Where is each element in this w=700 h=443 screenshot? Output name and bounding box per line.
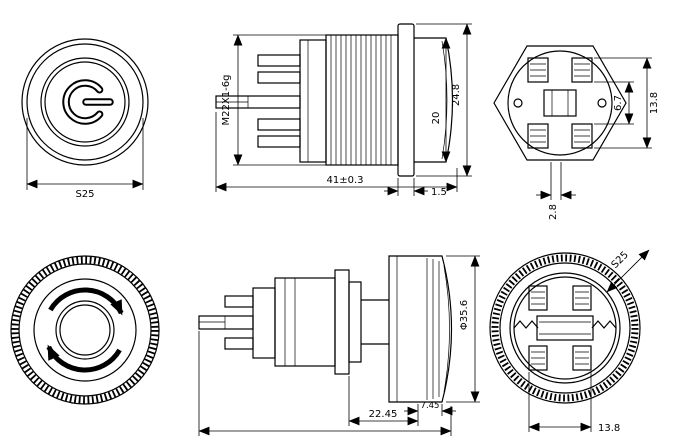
dim-s25-label: S25 xyxy=(75,189,94,200)
bezel-rings xyxy=(21,38,149,166)
knurled-ring xyxy=(11,256,159,404)
overall-length-label: 41±0.3 xyxy=(326,175,363,186)
mushroom-head xyxy=(388,255,453,403)
dim-terminal-span-estop: 13.8 xyxy=(528,372,620,434)
front-view-estop-button xyxy=(10,255,160,405)
dim-head-dia: 20 xyxy=(431,37,451,163)
dim-overall-length: 41±0.3 xyxy=(215,112,458,192)
terminal-width-label: 2.8 xyxy=(548,204,559,220)
thread-spec-label: M22X1-6g xyxy=(221,75,232,126)
threaded-body xyxy=(325,34,399,166)
dim-overall-estop xyxy=(198,331,452,436)
button-head xyxy=(414,37,454,163)
terminal-pins xyxy=(215,39,327,163)
dim-terminal-span: 13.8 xyxy=(594,57,660,149)
dim-flange-thickness: 1.5 xyxy=(384,178,447,198)
terminal-blocks xyxy=(513,57,607,149)
dim-s25-front: S25 xyxy=(26,118,144,200)
flange-thickness-label: 1.5 xyxy=(431,187,447,198)
knurl-depth-label: 7.45 xyxy=(421,401,440,411)
knurled-ring-rear xyxy=(491,254,639,402)
dim-estop-head-dia: Φ35.6 xyxy=(446,255,480,403)
estop-head-dia-label: Φ35.6 xyxy=(459,300,470,330)
estop-body xyxy=(274,269,389,375)
head-dia-label: 20 xyxy=(431,112,442,125)
side-view-estop-button: Φ35.6 7.45 22.45 xyxy=(198,255,480,436)
dim-flange-dia: 24.8 xyxy=(416,23,472,177)
dim-terminal-width: 2.8 xyxy=(536,162,576,220)
power-symbol-icon xyxy=(62,79,114,125)
rear-view-flat-button: 13.8 6.7 2.8 xyxy=(493,45,660,220)
head-depth-label: 22.45 xyxy=(369,409,398,420)
dim-head-depth: 22.45 xyxy=(348,376,419,426)
terminal-pins-estop xyxy=(198,287,276,359)
dim-knurl-depth: 7.45 xyxy=(404,401,456,416)
terminal-gap-label: 6.7 xyxy=(613,95,624,111)
terminal-span-label: 13.8 xyxy=(649,92,660,114)
flange-dia-label: 24.8 xyxy=(451,84,462,106)
rear-view-estop-button: S25 13.8 xyxy=(489,250,650,434)
terminal-blocks-estop xyxy=(513,285,617,371)
flange xyxy=(397,23,415,177)
s25-rear-label: S25 xyxy=(610,250,631,271)
dim-thread-spec: M22X1-6g xyxy=(221,34,326,166)
terminal-span-estop-label: 13.8 xyxy=(598,423,620,434)
rotation-arrows-icon xyxy=(46,287,124,373)
side-view-flat-button: M22X1-6g 41±0.3 24.8 20 1.5 xyxy=(215,23,472,198)
dim-terminal-gap: 6.7 xyxy=(594,81,634,125)
front-view-power-button: S25 xyxy=(21,38,149,200)
